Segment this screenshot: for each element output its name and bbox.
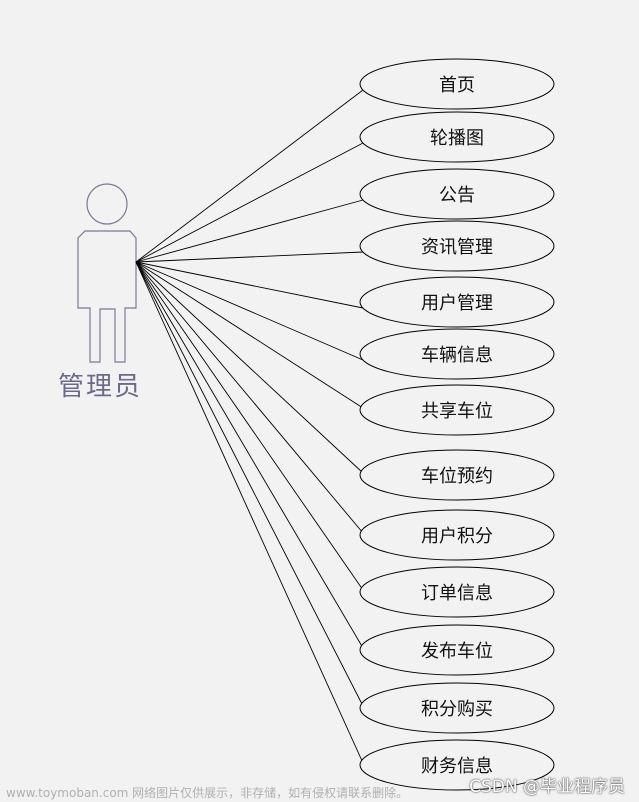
association-line — [135, 89, 364, 263]
use-case: 发布车位 — [359, 624, 555, 676]
association-line — [135, 261, 364, 534]
use-case: 首页 — [359, 58, 555, 110]
use-case: 公告 — [359, 168, 555, 220]
watermark-left: www.toymoban.com 网络图片仅供展示，非存储，如有侵权请联系删除。 — [6, 786, 409, 800]
use-case: 车辆信息 — [359, 328, 555, 380]
use-case-ellipse — [359, 276, 555, 328]
use-case: 用户管理 — [359, 276, 555, 328]
use-case-ellipse — [359, 328, 555, 380]
use-case-label: 用户积分 — [421, 526, 493, 547]
use-case-label: 订单信息 — [421, 583, 493, 604]
use-case-label: 财务信息 — [421, 756, 493, 777]
actor-body — [77, 230, 137, 363]
association-line — [135, 261, 364, 309]
use-case-label: 车位预约 — [421, 466, 493, 487]
association-line — [135, 261, 364, 707]
use-case-group: 首页轮播图公告资讯管理用户管理车辆信息共享车位车位预约用户积分订单信息发布车位积… — [359, 58, 555, 791]
use-case: 用户积分 — [359, 509, 555, 561]
association-line — [135, 261, 364, 591]
use-case-ellipse — [359, 58, 555, 110]
use-case-label: 公告 — [439, 185, 475, 206]
use-case-ellipse — [359, 449, 555, 501]
use-case: 订单信息 — [359, 566, 555, 618]
use-case-label: 首页 — [439, 75, 475, 96]
actor-head — [86, 183, 128, 225]
association-line — [135, 261, 364, 474]
use-case-label: 共享车位 — [421, 401, 493, 422]
use-case-ellipse — [359, 739, 555, 791]
use-case-ellipse — [359, 509, 555, 561]
use-case-label: 资讯管理 — [421, 237, 493, 258]
use-case-label: 车辆信息 — [421, 345, 493, 366]
association-line — [135, 199, 364, 263]
use-case-ellipse — [359, 682, 555, 734]
association-line — [135, 142, 364, 263]
use-case: 资讯管理 — [359, 220, 555, 272]
watermark-right: CSDN @毕业程序员 — [469, 777, 625, 797]
use-case: 积分购买 — [359, 682, 555, 734]
association-line — [135, 261, 364, 649]
association-lines — [135, 89, 364, 764]
use-case: 车位预约 — [359, 449, 555, 501]
association-line — [135, 261, 364, 409]
association-line — [135, 261, 364, 361]
use-case: 共享车位 — [359, 384, 555, 436]
use-case-ellipse — [359, 624, 555, 676]
use-case-ellipse — [359, 566, 555, 618]
use-case-ellipse — [359, 111, 555, 163]
use-case-label: 轮播图 — [430, 128, 484, 149]
use-case: 财务信息 — [359, 739, 555, 791]
use-case-ellipse — [359, 168, 555, 220]
association-line — [135, 251, 364, 263]
actor-figure — [77, 183, 137, 363]
use-case: 轮播图 — [359, 111, 555, 163]
use-case-label: 积分购买 — [421, 699, 493, 720]
association-line — [135, 261, 364, 764]
actor-label: 管理员 — [58, 372, 143, 402]
use-case-ellipse — [359, 384, 555, 436]
use-case-label: 用户管理 — [421, 293, 493, 314]
use-case-label: 发布车位 — [421, 641, 493, 662]
use-case-ellipse — [359, 220, 555, 272]
